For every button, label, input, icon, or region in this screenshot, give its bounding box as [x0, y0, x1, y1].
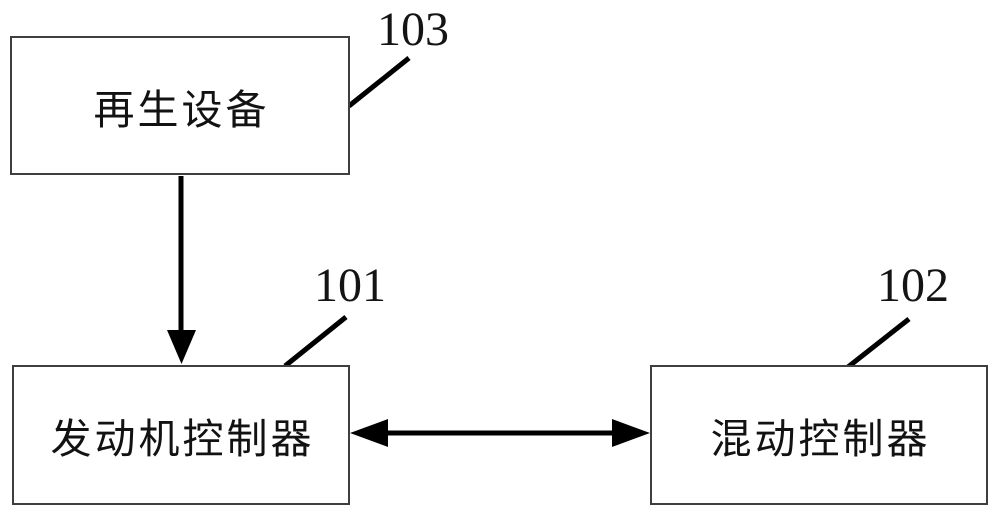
hybrid-controller-label: 混动控制器 — [710, 416, 931, 462]
leader-line-101 — [283, 315, 348, 368]
box-regeneration-device: 再生设备 — [10, 36, 350, 175]
arrow-regeneration-to-engine — [167, 176, 196, 364]
box-engine-controller: 发动机控制器 — [12, 365, 350, 505]
regeneration-device-label: 再生设备 — [93, 86, 270, 133]
ref-number-102: 102 — [877, 259, 949, 312]
ref-number-101: 101 — [314, 259, 386, 312]
leader-line-102 — [846, 317, 911, 369]
leader-line-103 — [347, 56, 411, 108]
arrow-engine-hybrid-bidirectional — [350, 419, 650, 447]
ref-number-103: 103 — [377, 3, 449, 56]
box-hybrid-controller: 混动控制器 — [650, 365, 988, 505]
engine-controller-label: 发动机控制器 — [50, 416, 315, 462]
